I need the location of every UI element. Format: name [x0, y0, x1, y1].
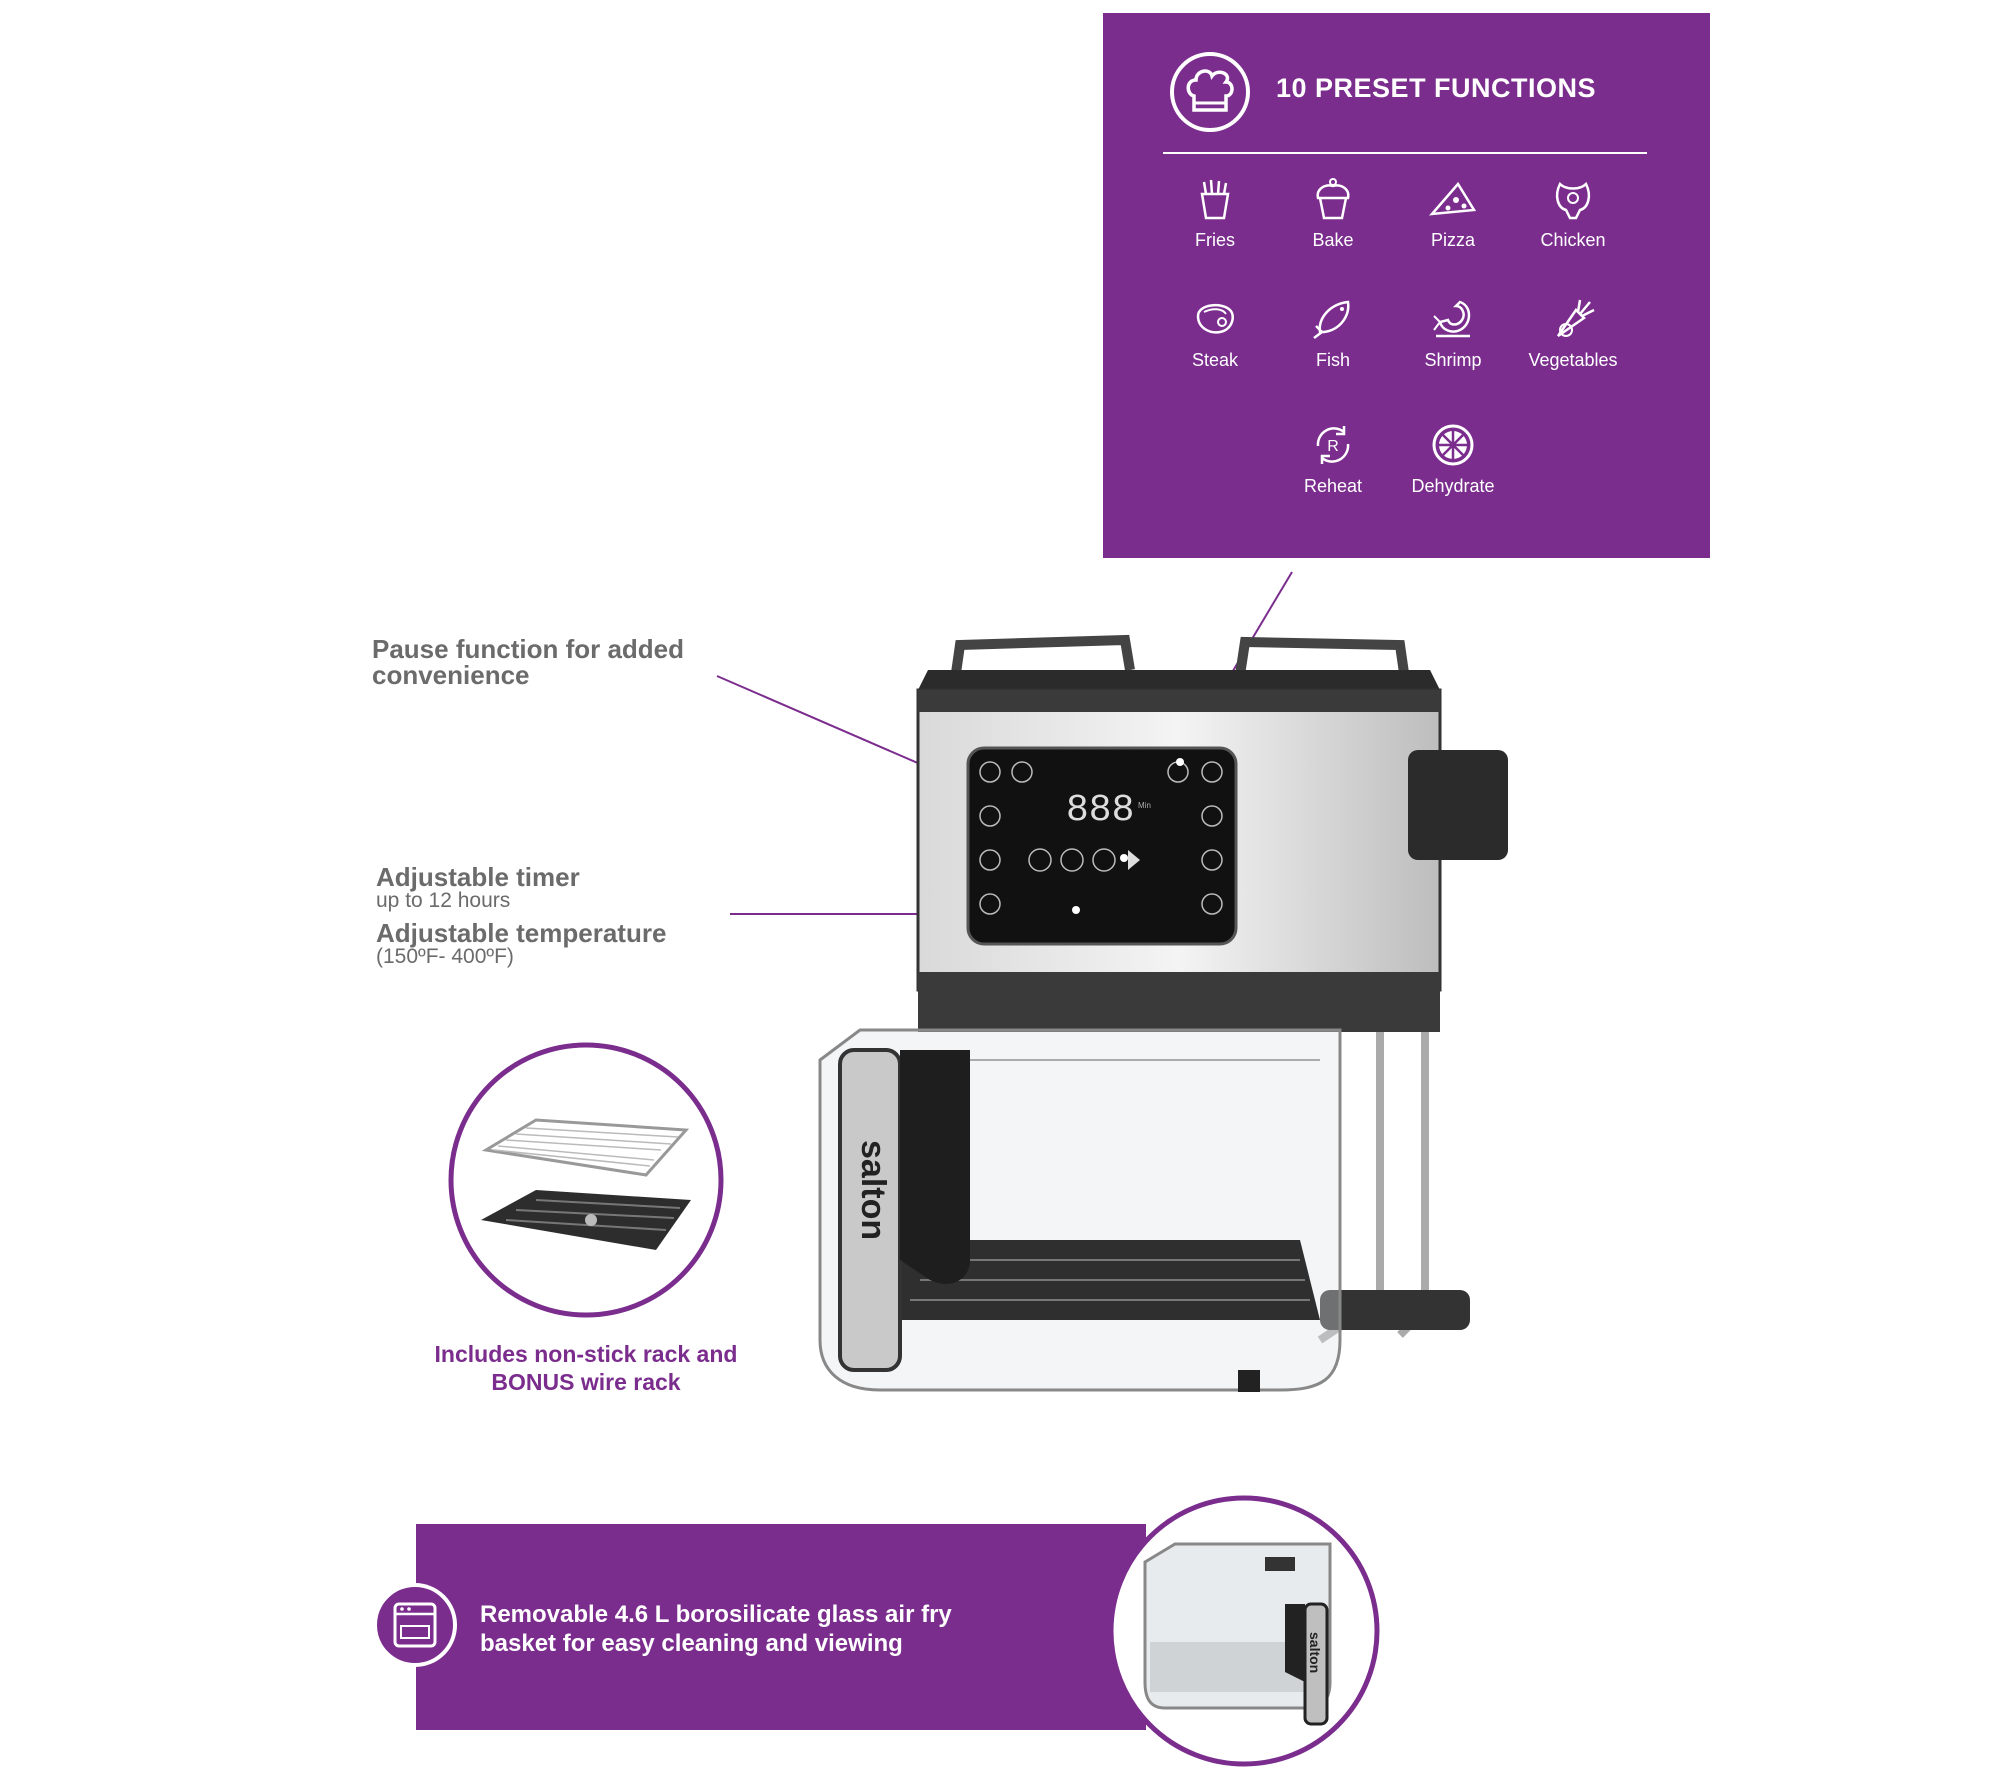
rack-caption: Includes non-stick rack and BONUS wire r…	[434, 1341, 738, 1395]
shrimp-icon	[1433, 300, 1471, 338]
side-vent	[1408, 750, 1508, 860]
right-handle	[1235, 636, 1410, 681]
function-chicken: Chicken	[1508, 176, 1638, 251]
left-handle	[950, 634, 1135, 681]
pizza-icon	[1429, 181, 1477, 216]
cupcake-icon	[1316, 178, 1350, 220]
brand-logo: salton	[854, 1140, 892, 1240]
rack-circle	[448, 1042, 724, 1318]
play-pause-button	[1128, 850, 1140, 870]
pause-callout: Pause function for added convenience	[372, 634, 685, 690]
steak-icon	[1196, 303, 1234, 334]
rear-handle	[1320, 1290, 1470, 1330]
preset-divider	[1163, 152, 1647, 154]
function-fries: Fries	[1150, 176, 1280, 251]
control-panel	[966, 746, 1238, 946]
temp-sub: (150ºF- 400ºF)	[376, 945, 514, 968]
function-fish: Fish	[1268, 296, 1398, 371]
timer-sub: up to 12 hours	[376, 889, 511, 912]
temp-title: Adjustable temperature	[376, 918, 667, 948]
chef-hat-icon	[1170, 52, 1250, 132]
nonstick-rack-image	[481, 1190, 691, 1250]
wire-rack-image	[481, 1118, 690, 1177]
dishwasher-icon	[373, 1583, 457, 1667]
function-reheat: R Reheat	[1268, 422, 1398, 497]
dehydrate-icon	[1432, 424, 1474, 466]
brand-logo-small: salton	[1307, 1632, 1323, 1673]
function-shrimp: Shrimp	[1388, 296, 1518, 371]
air-fryer-image: 888 Min salton	[818, 634, 1508, 1392]
svg-text:R: R	[1327, 438, 1339, 455]
preset-title: 10 PRESET FUNCTIONS	[1276, 73, 1597, 103]
function-dehydrate: Dehydrate	[1388, 422, 1518, 497]
reheat-icon: R	[1316, 426, 1350, 464]
function-pizza: Pizza	[1388, 176, 1518, 251]
display-unit: Min	[1138, 801, 1151, 810]
fish-icon	[1313, 300, 1350, 339]
glass-basket-banner	[416, 1524, 1146, 1730]
timer-temp-callout: Adjustable timer up to 12 hours Adjustab…	[376, 864, 666, 968]
glass-basket-circle: salton	[1108, 1495, 1380, 1767]
panel-buttons	[979, 761, 1223, 915]
chicken-icon	[1555, 181, 1591, 220]
function-steak: Steak	[1150, 296, 1280, 371]
function-bake: Bake	[1268, 176, 1398, 251]
vegetables-icon	[1556, 299, 1595, 338]
banner-text: Removable 4.6 L borosilicate glass air f…	[480, 1601, 952, 1657]
timer-title: Adjustable timer	[376, 862, 580, 892]
function-vegetables: Vegetables	[1508, 296, 1638, 371]
display-digits: 888	[1066, 789, 1134, 832]
fries-icon	[1200, 179, 1230, 220]
